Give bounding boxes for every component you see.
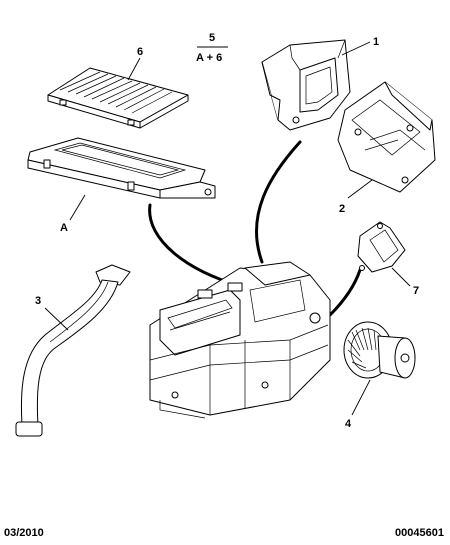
callout-2: 2 xyxy=(339,203,345,215)
footer-date: 03/2010 xyxy=(4,527,44,539)
leader-4 xyxy=(351,379,371,416)
air-inlet-part-1 xyxy=(261,39,351,131)
link-filter-to-housing xyxy=(148,203,240,287)
leader-a xyxy=(69,194,86,221)
pollen-filter-part-6 xyxy=(47,67,189,129)
blower-housing-part-2 xyxy=(337,81,436,193)
leader-1 xyxy=(341,41,371,56)
callout-3: 3 xyxy=(35,295,41,307)
callout-6: 6 xyxy=(137,46,143,58)
heater-housing-main xyxy=(149,261,331,419)
callout-5: 5 xyxy=(209,32,215,44)
leader-2 xyxy=(347,179,373,199)
link-inlet-to-housing xyxy=(255,140,302,264)
link-resistor-to-housing xyxy=(328,268,362,317)
callout-a: A xyxy=(60,222,68,234)
duct-hose-part-3 xyxy=(15,264,131,437)
footer-reference: 00045601 xyxy=(395,527,444,539)
blower-motor-part-4 xyxy=(343,321,416,379)
filter-frame-part-a xyxy=(27,137,216,199)
callout-7: 7 xyxy=(413,285,419,297)
leader-6 xyxy=(127,57,141,81)
callout-5-formula: A + 6 xyxy=(196,52,222,64)
callout-4: 4 xyxy=(345,418,352,430)
leader-3 xyxy=(44,307,69,331)
resistor-part-7 xyxy=(357,221,406,273)
callout-1: 1 xyxy=(373,36,379,48)
leader-7 xyxy=(391,267,411,287)
